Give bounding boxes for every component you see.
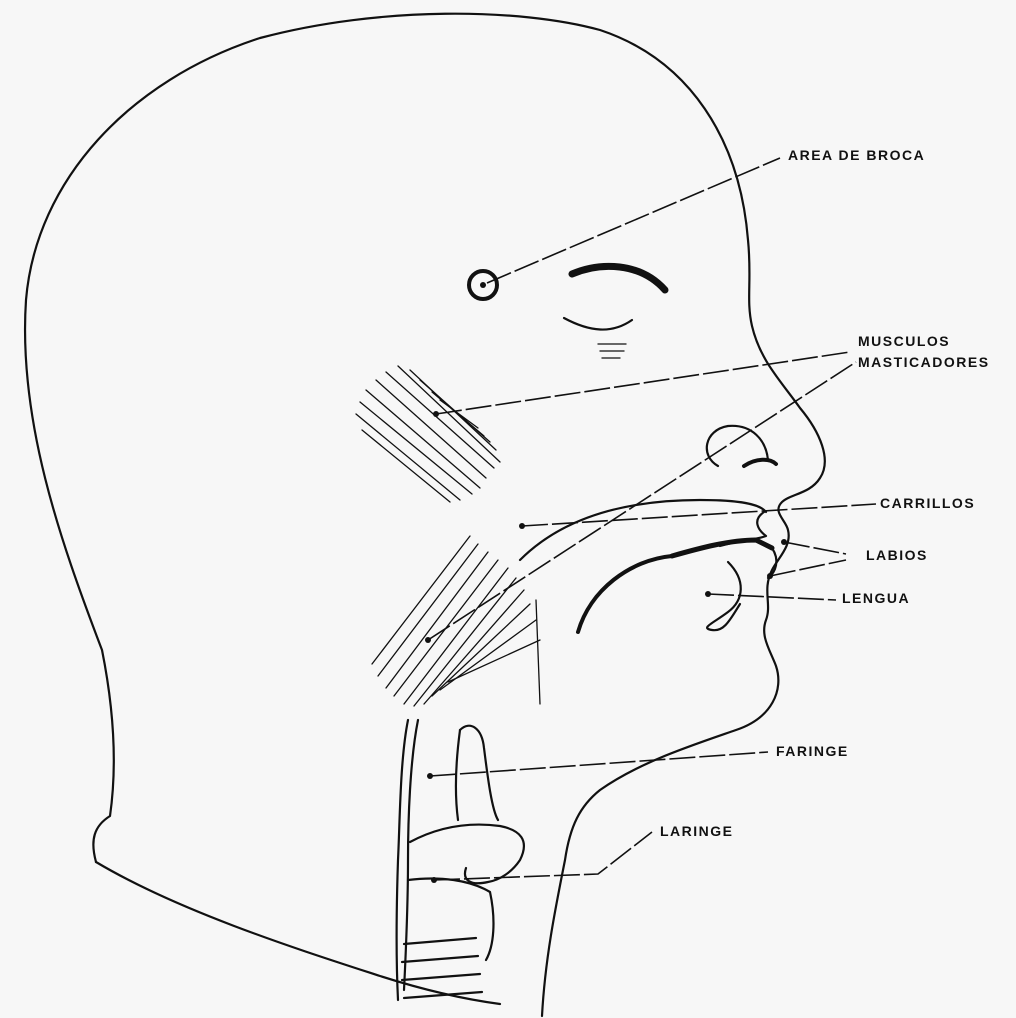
pharynx-back-wall bbox=[404, 720, 418, 990]
broca-leader-line bbox=[487, 158, 780, 283]
masticadores-lower-dot bbox=[425, 637, 431, 643]
laringe-dot bbox=[431, 877, 437, 883]
eyebrow bbox=[572, 266, 665, 290]
larynx-cartilage bbox=[410, 825, 524, 884]
laringe-leader-line bbox=[434, 832, 652, 880]
labios-upper-dot bbox=[781, 539, 787, 545]
carrillos-leader-line bbox=[522, 504, 876, 526]
lengua-dot bbox=[705, 591, 711, 597]
label-faringe: FARINGE bbox=[776, 743, 849, 759]
labios-upper-leader-line bbox=[784, 542, 846, 554]
label-area-broca: AREA DE BROCA bbox=[788, 147, 925, 163]
teeth-row bbox=[672, 540, 772, 556]
label-labios: LABIOS bbox=[866, 547, 928, 563]
larynx-body bbox=[408, 879, 493, 961]
label-lengua: LENGUA bbox=[842, 590, 910, 606]
trachea-rings bbox=[402, 938, 482, 998]
tongue bbox=[707, 562, 741, 630]
faringe-dot bbox=[427, 773, 433, 779]
carrillos-dot bbox=[519, 523, 525, 529]
label-laringe: LARINGE bbox=[660, 823, 734, 839]
lengua-leader-line bbox=[708, 594, 836, 600]
label-musculos: MUSCULOS bbox=[858, 333, 950, 349]
nostril-opening bbox=[744, 460, 776, 466]
masticadores-upper-dot bbox=[433, 411, 439, 417]
label-carrillos: CARRILLOS bbox=[880, 495, 975, 511]
hyoid-front bbox=[456, 730, 460, 820]
label-masticadores: MASTICADORES bbox=[858, 354, 990, 370]
eye bbox=[564, 318, 632, 330]
faringe-leader-line bbox=[430, 752, 768, 776]
broca-area-dot bbox=[480, 282, 486, 288]
oral-cavity bbox=[578, 556, 672, 632]
labios-lower-leader-line bbox=[770, 560, 846, 576]
upper-masticator-muscle bbox=[356, 366, 500, 502]
masticadores-upper-leader-line bbox=[436, 352, 850, 414]
neck-back-outline bbox=[96, 862, 500, 1004]
palate bbox=[520, 500, 766, 560]
labios-lower-dot bbox=[767, 573, 773, 579]
